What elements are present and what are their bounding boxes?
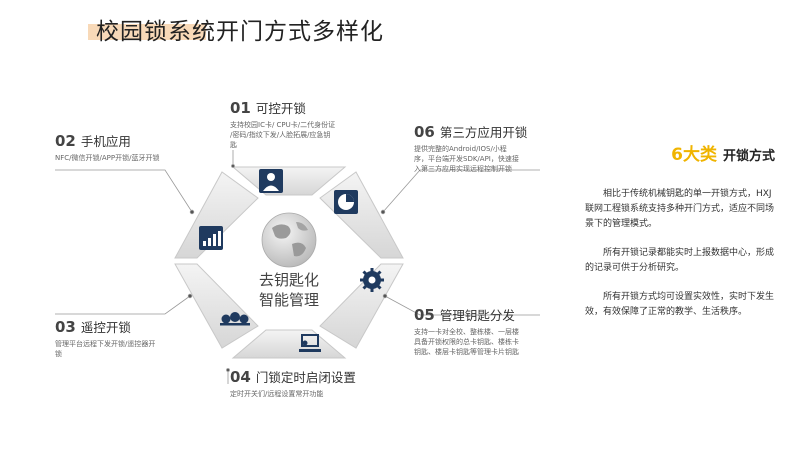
callout-01-desc: 支持校园IC卡/ CPU卡/二代身份证 /密码/指纹下发/人脸拓展/应急钥 匙 [230, 120, 360, 150]
leader-lines [55, 150, 540, 384]
callout-05-desc-line: 钥匙、楼层卡钥匙等管理卡片钥匙 [414, 348, 519, 356]
callout-05-desc-line: 支持一卡对全校、整栋楼、一层楼 [414, 328, 519, 336]
callout-05-desc: 支持一卡对全校、整栋楼、一层楼 具备开锁权限的总卡钥匙、楼栋卡 钥匙、楼层卡钥匙… [414, 327, 544, 357]
callout-06: 06 第三方应用开锁 提供完整的Android/IOS/小程 序，平台端开发SD… [414, 122, 544, 174]
callout-05-title: 管理钥匙分发 [439, 308, 515, 323]
callout-01-title: 可控开锁 [255, 101, 306, 116]
callout-01-number: 01 [230, 99, 251, 117]
callout-02-title: 手机应用 [80, 134, 131, 149]
callout-05: 05 管理钥匙分发 支持一卡对全校、整栋楼、一层楼 具备开锁权限的总卡钥匙、楼栋… [414, 305, 544, 357]
segment-bottom [231, 329, 347, 359]
page-title: 校园锁系统开门方式多样化 [96, 19, 384, 45]
summary-paragraph: 所有开锁方式均可设置实效性，实时下发生效，有效保障了正常的教学、生活秩序。 [585, 292, 775, 317]
callout-01-desc-line: 支持校园IC卡/ CPU卡/二代身份证 [230, 121, 336, 129]
callout-04: 04 门锁定时启闭设置 定时开关们/远程设置常开功能 [230, 367, 390, 399]
summary-paragraph: 所有开锁记录都能实时上报数据中心，形成的记录可供于分析研究。 [585, 248, 775, 273]
callout-03-desc: 管理平台远程下发开锁/遥控器开 锁 [55, 339, 185, 359]
user-icon [259, 169, 283, 193]
presenter-icon [299, 334, 321, 352]
callout-01: 01 可控开锁 支持校园IC卡/ CPU卡/二代身份证 /密码/指纹下发/人脸拓… [230, 98, 360, 150]
callout-06-desc-line: 序，平台端开发SDK/API，快速接 [414, 155, 519, 163]
callout-05-desc-line: 具备开锁权限的总卡钥匙、楼栋卡 [414, 338, 519, 346]
summary-headline-number: 6大类 [671, 145, 717, 165]
globe-icon [261, 212, 317, 268]
callout-03-number: 03 [55, 318, 76, 336]
segment-upper-right [319, 171, 404, 259]
callout-04-desc: 定时开关们/远程设置常开功能 [230, 389, 390, 399]
callout-06-desc-line: 提供完整的Android/IOS/小程 [414, 145, 507, 153]
pie-chart-icon [334, 190, 358, 214]
segment-lower-left [174, 263, 259, 349]
callout-06-desc-line: 入第三方应用实现远程控制开锁 [414, 165, 512, 173]
callout-06-desc: 提供完整的Android/IOS/小程 序，平台端开发SDK/API，快速接 入… [414, 144, 544, 174]
callout-01-desc-line: 匙 [230, 141, 237, 149]
callout-03: 03 遥控开锁 管理平台远程下发开锁/遥控器开 锁 [55, 317, 185, 359]
bar-chart-icon [199, 226, 223, 250]
callout-02-desc-line: NFC/微信开锁/APP开锁/蓝牙开锁 [55, 154, 160, 162]
callout-04-number: 04 [230, 368, 251, 386]
title-highlight-bar [88, 24, 206, 40]
center-text-line1: 去钥匙化 [259, 271, 319, 289]
callout-04-desc-line: 定时开关们/远程设置常开功能 [230, 390, 324, 398]
callout-03-title: 遥控开锁 [80, 320, 131, 335]
summary-panel: 6大类 开锁方式 相比于传统机械钥匙的单一开锁方式，HXJ联网工程锁系统支持多种… [585, 140, 775, 320]
segment-top [231, 166, 347, 196]
center-text-line2: 智能管理 [259, 291, 319, 309]
segment-upper-left [174, 171, 259, 259]
summary-headline-text: 开锁方式 [722, 149, 775, 164]
money-bags-icon [220, 312, 250, 326]
callout-03-desc-line: 锁 [55, 350, 62, 358]
callout-02-number: 02 [55, 132, 76, 150]
gear-icon [360, 268, 384, 292]
callout-01-desc-line: /密码/指纹下发/人脸拓展/应急钥 [230, 131, 331, 139]
summary-paragraph: 相比于传统机械钥匙的单一开锁方式，HXJ联网工程锁系统支持多种开门方式，适应不同… [585, 189, 775, 229]
callout-02-desc: NFC/微信开锁/APP开锁/蓝牙开锁 [55, 153, 185, 163]
callout-02: 02 手机应用 NFC/微信开锁/APP开锁/蓝牙开锁 [55, 131, 185, 163]
callout-05-number: 05 [414, 306, 435, 324]
callout-06-title: 第三方应用开锁 [439, 125, 528, 140]
summary-headline: 6大类 开锁方式 [585, 140, 775, 165]
segment-lower-right [319, 263, 404, 349]
callout-03-desc-line: 管理平台远程下发开锁/遥控器开 [55, 340, 156, 348]
callout-04-title: 门锁定时启闭设置 [255, 370, 356, 385]
callout-06-number: 06 [414, 123, 435, 141]
